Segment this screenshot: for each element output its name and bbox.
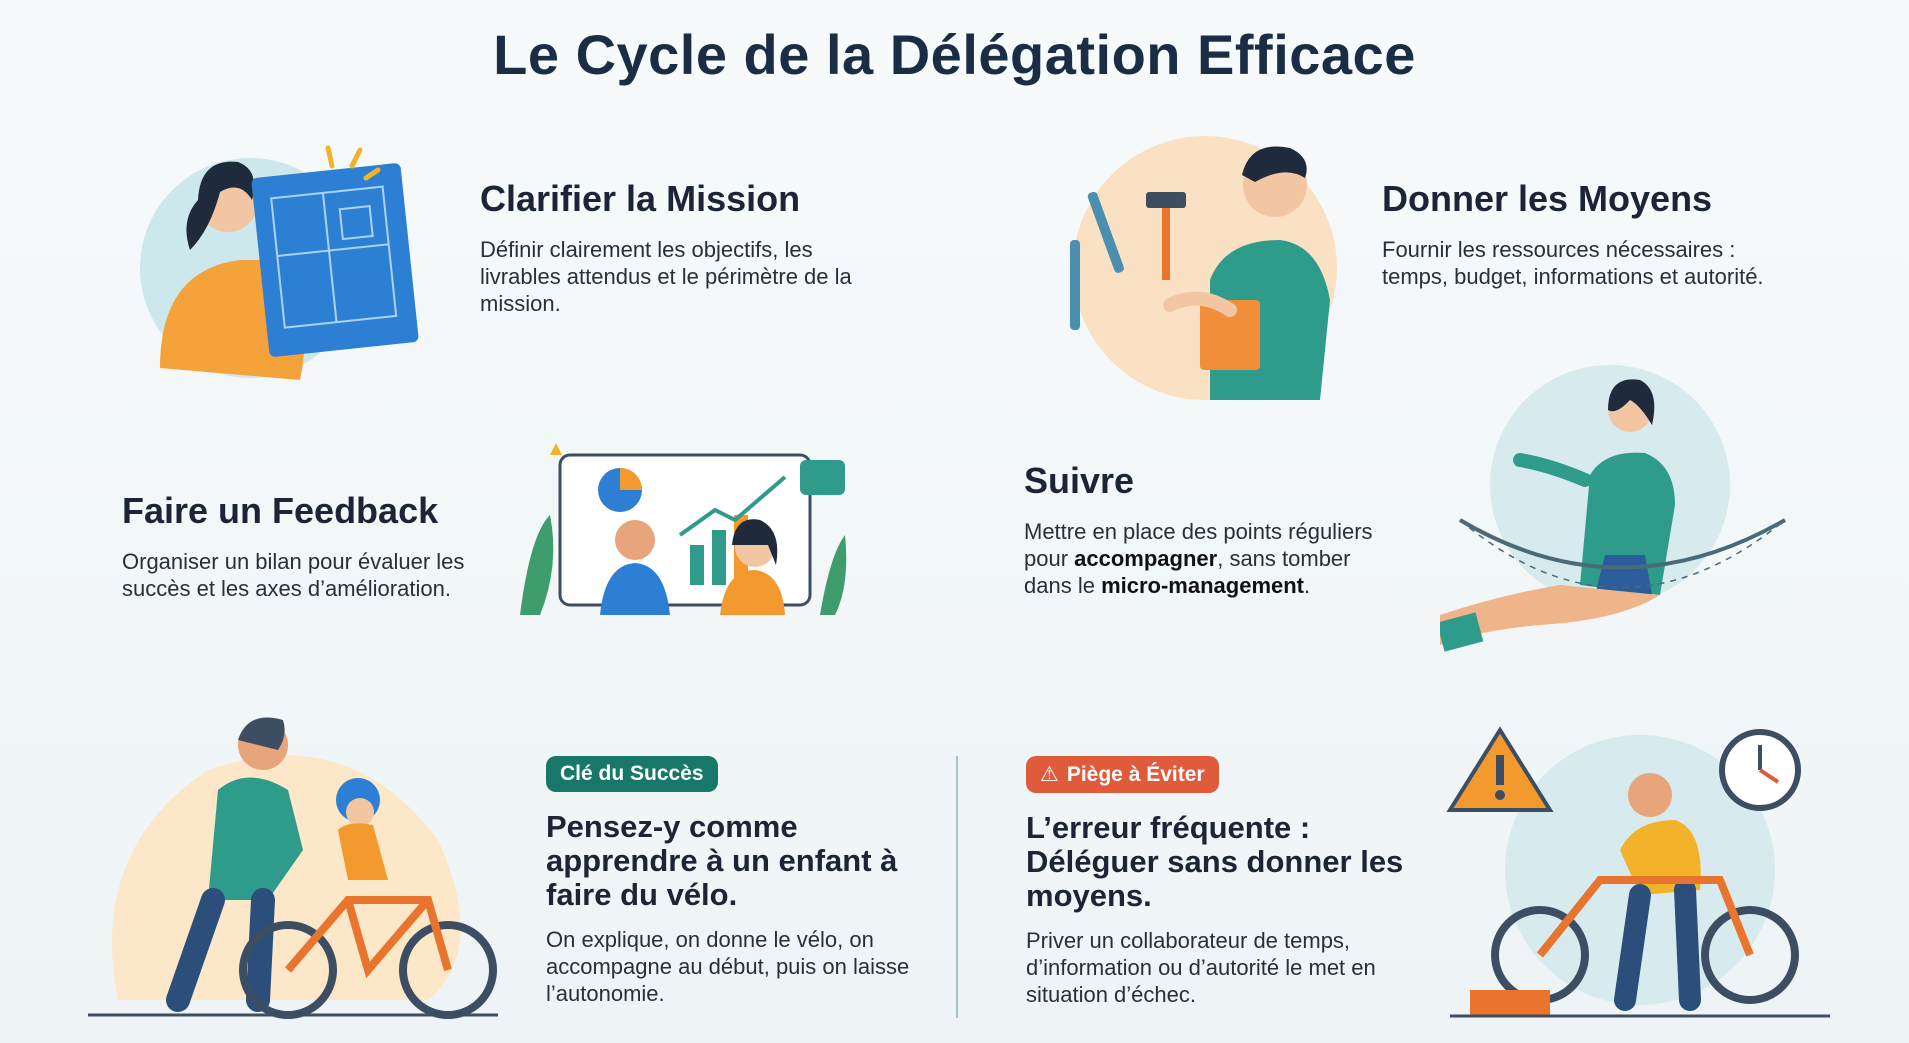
step-description: Définir clairement les objectifs, les li… bbox=[480, 237, 852, 316]
tip-card: Clé du Succès Pensez-y comme apprendre à… bbox=[546, 756, 936, 1007]
illustration-follow bbox=[1440, 355, 1800, 665]
tip-badge: Clé du Succès bbox=[546, 756, 718, 792]
illustration-means bbox=[1050, 130, 1350, 410]
step-title: Suivre bbox=[1024, 460, 1135, 501]
pitfall-badge: ⚠ Piège à Éviter bbox=[1026, 756, 1219, 793]
illustration-feedback bbox=[520, 415, 850, 655]
desc-highlight: accompagner bbox=[1074, 546, 1218, 571]
step-feedback: Faire un Feedback Organiser un bilan pou… bbox=[122, 490, 492, 602]
desc-text: . bbox=[1304, 573, 1311, 598]
pitfall-text: Priver un collaborateur de temps, d’info… bbox=[1026, 928, 1376, 1007]
step-means: Donner les Moyens Fournir les ressources… bbox=[1382, 178, 1802, 290]
step-description: Mettre en place des points réguliers pou… bbox=[1024, 518, 1384, 599]
pitfall-card: ⚠ Piège à Éviter L’erreur fréquente : Dél… bbox=[1026, 756, 1406, 1008]
step-follow: Suivre Mettre en place des points réguli… bbox=[1024, 460, 1384, 599]
divider bbox=[956, 756, 958, 1018]
pitfall-heading: L’erreur fréquente : Déléguer sans donne… bbox=[1026, 810, 1404, 913]
page-title: Le Cycle de la Délégation Efficace bbox=[493, 23, 1416, 86]
step-title: Clarifier la Mission bbox=[480, 178, 801, 219]
illustration-failure bbox=[1440, 720, 1840, 1020]
step-description: Fournir les ressources nécessaires : tem… bbox=[1382, 237, 1764, 289]
pitfall-badge-label: Piège à Éviter bbox=[1066, 763, 1205, 786]
desc-text: , sans tomber dans le bbox=[1024, 546, 1351, 598]
step-title: Faire un Feedback bbox=[122, 490, 439, 531]
desc-text: Mettre en place des points réguliers pou… bbox=[1024, 519, 1373, 571]
illustration-bike-learning bbox=[88, 700, 498, 1020]
tip-heading: Pensez-y comme apprendre à un enfant à f… bbox=[546, 809, 898, 912]
step-clarify: Clarifier la Mission Définir clairement … bbox=[480, 178, 860, 317]
tip-text: On explique, on donne le vélo, on accomp… bbox=[546, 927, 910, 1006]
warning-icon: ⚠ bbox=[1040, 763, 1059, 786]
desc-highlight: micro-management bbox=[1101, 573, 1305, 598]
step-description: Organiser un bilan pour évaluer les succ… bbox=[122, 549, 465, 601]
step-title: Donner les Moyens bbox=[1382, 178, 1713, 219]
illustration-clarify bbox=[120, 140, 450, 400]
